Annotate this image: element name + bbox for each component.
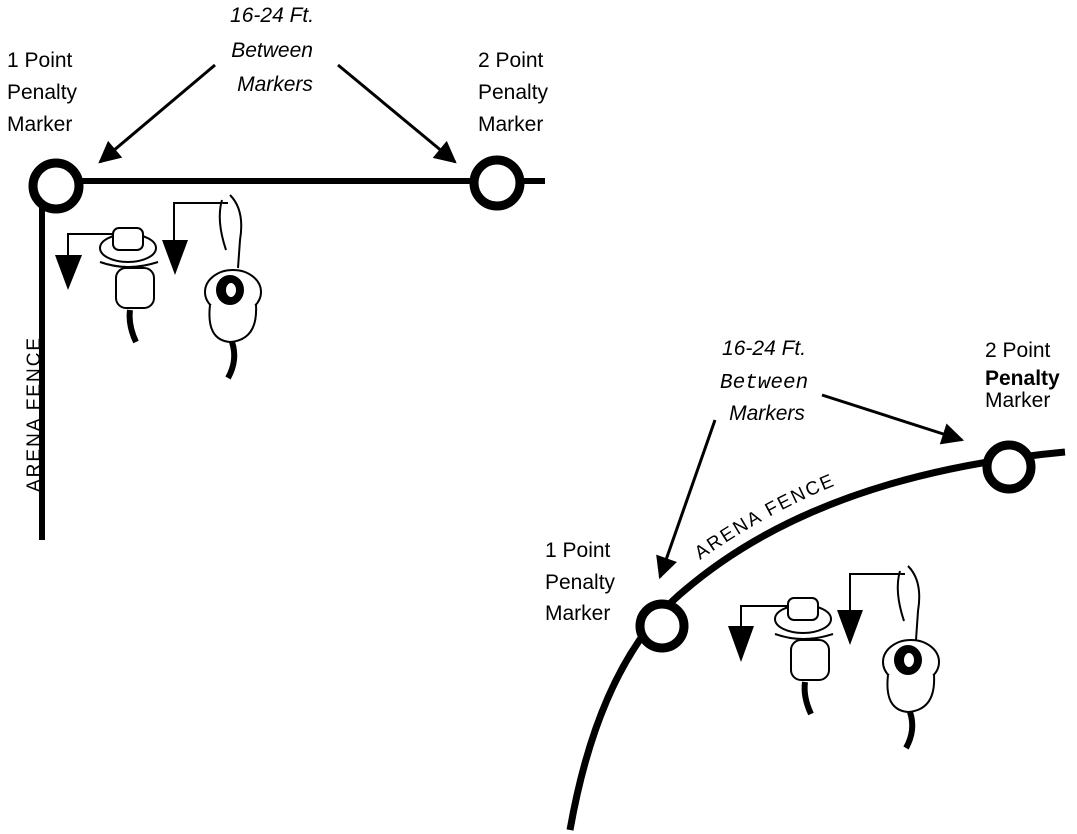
right-marker-1-line-2: Penalty — [545, 571, 616, 594]
left-arrow-to-marker-2 — [337, 63, 457, 164]
left-rider-illustration — [55, 227, 159, 344]
left-spacing-line-2: Between — [231, 39, 313, 62]
left-horse-illustration — [162, 194, 262, 380]
left-marker-2-line-3: Marker — [478, 113, 543, 136]
right-spacing-line-3: Markers — [729, 402, 805, 425]
left-marker-2-label: 2 Point Penalty Marker — [478, 49, 554, 136]
left-spacing-line-1: 16-24 Ft. — [230, 4, 314, 27]
right-curved-fence — [566, 448, 1066, 831]
right-marker-2-label: 2 Point Penalty Marker — [985, 339, 1066, 412]
right-marker-1-label: 1 Point Penalty Marker — [545, 539, 621, 625]
left-marker-1-line-1: 1 Point — [7, 49, 73, 72]
right-horse-illustration — [837, 565, 940, 750]
left-2-point-marker — [469, 155, 525, 211]
left-marker-1-line-2: Penalty — [7, 81, 78, 104]
right-rider-illustration — [728, 597, 834, 716]
left-marker-1-label: 1 Point Penalty Marker — [7, 49, 83, 136]
left-spacing-label: 16-24 Ft. Between Markers — [230, 4, 320, 96]
right-1-point-marker — [635, 599, 689, 653]
right-spacing-line-2: Between — [720, 372, 808, 395]
right-arrow-to-marker-1 — [656, 419, 717, 580]
right-marker-2-line-1: 2 Point — [985, 339, 1051, 362]
left-marker-1-line-3: Marker — [7, 113, 72, 136]
left-spacing-line-3: Markers — [237, 73, 313, 96]
right-diagram: 16-24 Ft. Between Markers 2 Point Penalt… — [545, 337, 1066, 831]
right-marker-1-line-3: Marker — [545, 602, 610, 625]
right-marker-2-line-3: Marker — [985, 389, 1050, 412]
right-spacing-label: 16-24 Ft. Between Markers — [720, 337, 814, 425]
left-1-point-marker — [28, 158, 84, 214]
left-marker-2-line-1: 2 Point — [478, 49, 544, 72]
right-marker-1-line-1: 1 Point — [545, 539, 611, 562]
right-fence-label: ARENA FENCE — [691, 470, 839, 564]
right-2-point-marker — [982, 440, 1036, 494]
right-spacing-line-1: 16-24 Ft. — [722, 337, 806, 360]
left-fence-label: ARENA FENCE — [24, 336, 45, 492]
right-fence-label-path: ARENA FENCE — [691, 470, 837, 564]
left-arrow-to-marker-1 — [98, 63, 216, 164]
right-arrow-to-marker-2 — [821, 393, 965, 445]
left-marker-2-line-2: Penalty — [478, 81, 549, 104]
left-diagram: 16-24 Ft. Between Markers 1 Point Penalt… — [7, 4, 554, 540]
right-marker-2-line-2: Penalty — [985, 367, 1060, 390]
